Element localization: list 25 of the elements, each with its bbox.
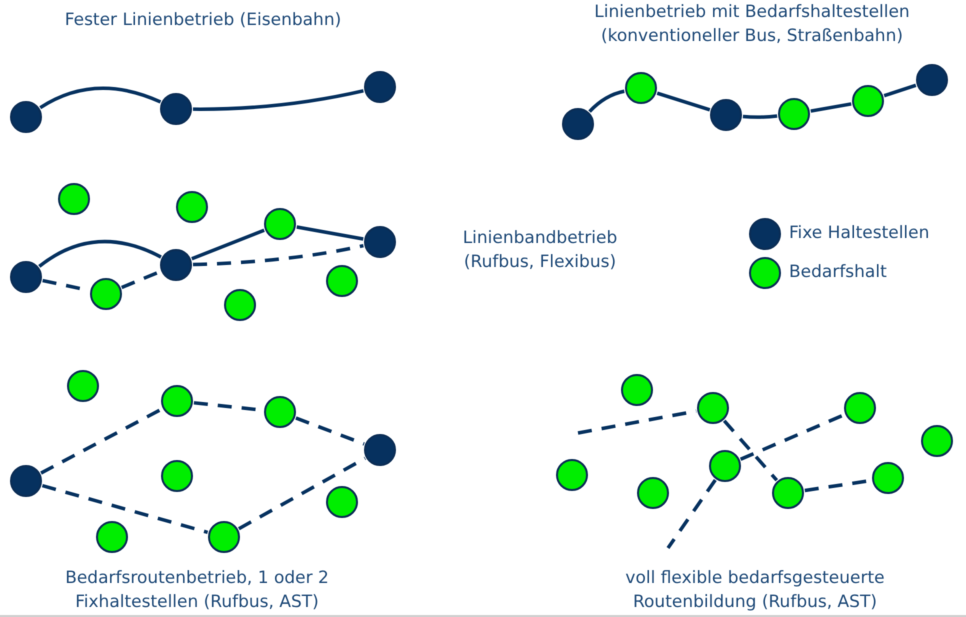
route-line — [742, 114, 778, 119]
route-line — [296, 225, 364, 241]
caption-text: Linienbandbetrieb (Rufbus, Flexibus) — [462, 227, 618, 274]
dashed-route-line — [722, 420, 778, 482]
dashed-route-line — [42, 484, 208, 534]
dashed-route-line — [666, 478, 717, 549]
dashed-route-line — [295, 416, 365, 446]
caption-text: Bedarfsroutenbetrieb, 1 oder 2 Fixhaltestellen (Rufbus, AST) — [64, 567, 330, 614]
route-line — [656, 91, 710, 112]
route-line — [884, 84, 916, 98]
caption-text: voll flexible bedarfsgesteuerte Routenbildung (Rufbus, AST) — [624, 567, 886, 614]
route-line — [191, 228, 265, 260]
route-line — [39, 86, 162, 110]
dashed-route-line — [740, 413, 846, 461]
legend-text: Fixe Haltestellen — [789, 222, 930, 246]
route-line — [193, 89, 364, 111]
legend-text: Bedarfshalt — [789, 261, 887, 284]
caption-text: Linienbetrieb mit Bedarfshaltestellen (konventioneller Bus, Straßenbahn) — [593, 1, 911, 48]
dashed-route-line — [192, 244, 364, 266]
dashed-route-line — [578, 409, 697, 435]
route-line — [810, 102, 852, 113]
route-line — [38, 240, 162, 268]
caption-text: Fester Linienbetrieb (Eisenbahn) — [64, 9, 342, 32]
dashed-route-line — [40, 407, 163, 475]
route-line — [588, 90, 625, 113]
